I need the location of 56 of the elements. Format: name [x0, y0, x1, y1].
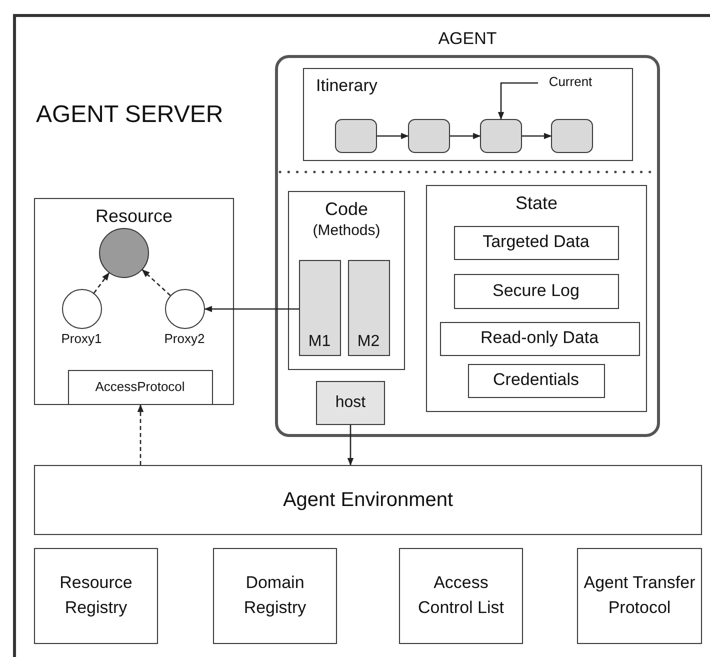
node-label: Resource Registry	[58, 572, 134, 619]
node-label: Agent Environment	[282, 488, 454, 512]
data-box	[454, 226, 618, 260]
data-box	[454, 274, 618, 308]
registry-box	[34, 548, 158, 644]
registry-box	[577, 548, 702, 644]
itinerary-step	[480, 118, 522, 152]
method-box	[298, 260, 340, 356]
node-label: AGENT SERVER	[36, 101, 224, 129]
registry-box	[213, 548, 337, 644]
itinerary-step	[408, 118, 450, 152]
state-box	[426, 185, 647, 412]
node-label: Read-only Data	[480, 327, 599, 350]
node-label: Itinerary	[316, 76, 378, 96]
access-protocol-box	[68, 370, 212, 404]
node-label: Secure Log	[492, 280, 580, 302]
host-box	[316, 381, 385, 425]
itinerary-step	[334, 118, 376, 152]
node-label: Agent Transfer Protocol	[582, 572, 696, 619]
itinerary-box	[303, 68, 633, 161]
node-label: Access Control List	[417, 572, 505, 619]
node-label: Current	[548, 73, 592, 92]
arrow	[204, 306, 299, 312]
arrow	[377, 132, 409, 140]
node-label: AccessProtocol	[95, 378, 185, 396]
node-label: Domain Registry	[242, 572, 308, 619]
dashed-arrow	[93, 272, 110, 294]
code-box	[288, 191, 405, 370]
proxy-circle	[164, 288, 204, 328]
arrow	[498, 82, 538, 120]
node-label: host	[335, 393, 366, 414]
node-label: Credentials	[493, 369, 579, 392]
environment-box	[34, 465, 702, 535]
node-label: State	[515, 193, 558, 214]
itinerary-step	[550, 118, 592, 152]
arrow	[522, 132, 552, 140]
registry-box	[399, 548, 523, 644]
dashed-arrow	[137, 404, 144, 465]
proxy-caption: Proxy2	[164, 330, 205, 346]
server-frame	[13, 14, 710, 657]
node-sublabel: (Methods)	[312, 222, 380, 239]
proxy-circle	[62, 288, 102, 328]
method-box	[348, 260, 390, 356]
node-label: Resource	[95, 206, 173, 227]
node-label: M2	[357, 332, 380, 350]
proxy-caption: Proxy1	[61, 330, 102, 346]
node-label: M1	[308, 332, 331, 350]
node-label: Targeted Data	[482, 231, 590, 254]
dashed-arrow	[142, 269, 171, 296]
data-box	[468, 364, 604, 398]
resource-box	[34, 198, 234, 405]
arrow	[450, 132, 481, 140]
node-label: AGENT	[438, 29, 497, 49]
node-label: Code	[324, 199, 368, 220]
arrow	[347, 425, 354, 466]
data-box	[440, 322, 640, 356]
